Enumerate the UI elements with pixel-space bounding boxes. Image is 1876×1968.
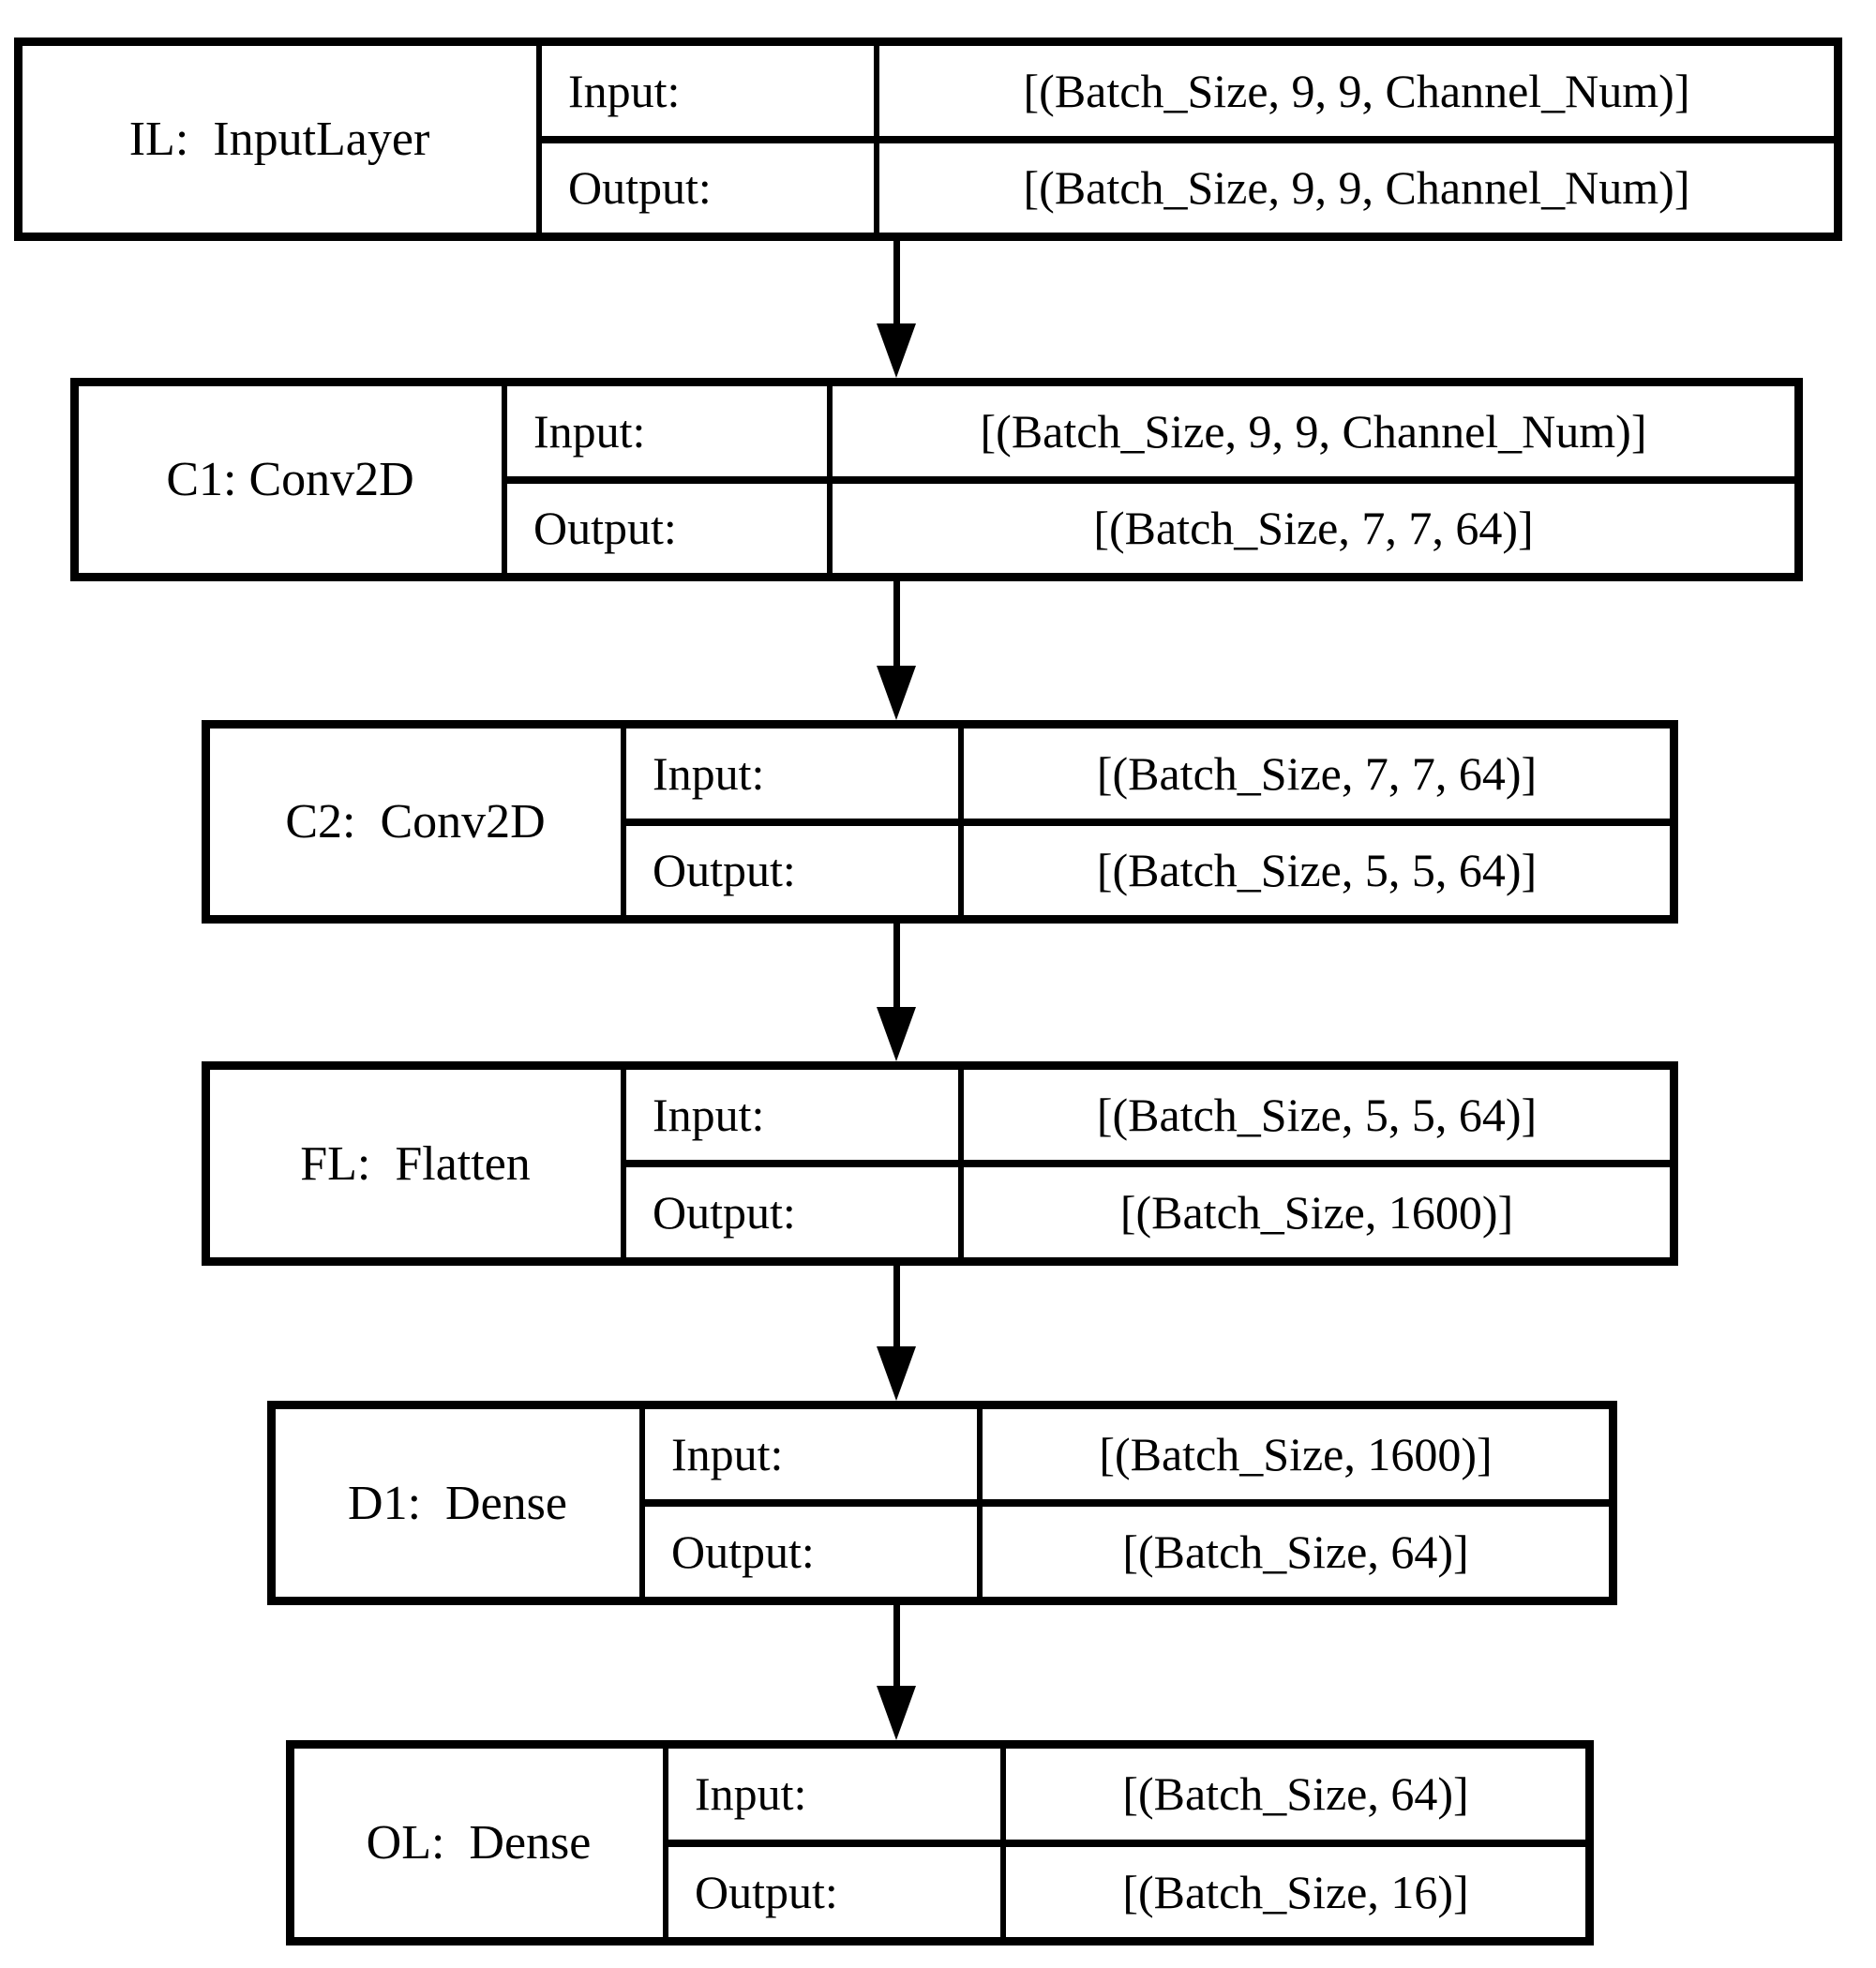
input-row: Input: [(Batch_Size, 5, 5, 64)] [626, 1070, 1670, 1167]
io-table: Input: [(Batch_Size, 7, 7, 64)] Output: … [626, 729, 1670, 915]
layer-name: IL: InputLayer [23, 46, 542, 233]
arrow-head-icon [877, 1346, 916, 1401]
input-label: Input: [668, 1749, 1006, 1840]
io-table: Input: [(Batch_Size, 5, 5, 64)] Output: … [626, 1070, 1670, 1257]
arrow-line [893, 236, 900, 323]
input-row: Input: [(Batch_Size, 7, 7, 64)] [626, 729, 1670, 826]
layer-node-conv2d-2: C2: Conv2D Input: [(Batch_Size, 7, 7, 64… [202, 720, 1678, 924]
arrow-line [893, 921, 900, 1007]
arrow-line [893, 1263, 900, 1346]
output-shape: [(Batch_Size, 64)] [1122, 1525, 1469, 1578]
layer-node-input-layer: IL: InputLayer Input: [(Batch_Size, 9, 9… [14, 38, 1842, 241]
output-shape: [(Batch_Size, 7, 7, 64)] [1093, 502, 1534, 555]
layer-name: OL: Dense [294, 1749, 668, 1937]
flow-arrow [876, 578, 917, 720]
input-shape: [(Batch_Size, 7, 7, 64)] [1096, 746, 1538, 800]
output-row: Output: [(Batch_Size, 16)] [668, 1846, 1585, 1937]
layer-name: C1: Conv2D [79, 386, 507, 573]
input-row: Input: [(Batch_Size, 1600)] [645, 1409, 1609, 1507]
output-row: Output: [(Batch_Size, 1600)] [626, 1167, 1670, 1257]
output-row: Output: [(Batch_Size, 9, 9, Channel_Num)… [542, 143, 1834, 233]
layer-name: FL: Flatten [210, 1070, 626, 1257]
output-label: Output: [645, 1507, 983, 1597]
output-shape: [(Batch_Size, 16)] [1122, 1865, 1469, 1918]
input-shape: [(Batch_Size, 1600)] [1099, 1428, 1493, 1480]
output-row: Output: [(Batch_Size, 5, 5, 64)] [626, 825, 1670, 915]
flow-arrow [876, 1602, 917, 1740]
arrow-head-icon [877, 1007, 916, 1061]
layer-node-output-dense: OL: Dense Input: [(Batch_Size, 64)] Outp… [286, 1740, 1594, 1945]
flow-arrow [876, 1263, 917, 1401]
layer-name: C2: Conv2D [210, 729, 626, 915]
input-label: Input: [626, 729, 964, 819]
input-row: Input: [(Batch_Size, 64)] [668, 1749, 1585, 1847]
output-shape: [(Batch_Size, 1600)] [1119, 1186, 1514, 1239]
layer-name: D1: Dense [276, 1409, 645, 1597]
output-label: Output: [626, 1167, 964, 1257]
input-shape: [(Batch_Size, 5, 5, 64)] [1096, 1089, 1538, 1141]
input-label: Input: [626, 1070, 964, 1160]
arrow-head-icon [877, 1686, 916, 1740]
io-table: Input: [(Batch_Size, 64)] Output: [(Batc… [668, 1749, 1585, 1937]
layer-node-flatten: FL: Flatten Input: [(Batch_Size, 5, 5, 6… [202, 1061, 1678, 1266]
flow-arrow [876, 921, 917, 1061]
input-label: Input: [542, 46, 879, 136]
input-label: Input: [507, 386, 833, 476]
output-shape: [(Batch_Size, 9, 9, Channel_Num)] [1023, 161, 1690, 215]
io-table: Input: [(Batch_Size, 9, 9, Channel_Num)]… [507, 386, 1794, 573]
input-row: Input: [(Batch_Size, 9, 9, Channel_Num)] [542, 46, 1834, 143]
layer-node-conv2d-1: C1: Conv2D Input: [(Batch_Size, 9, 9, Ch… [70, 378, 1803, 581]
input-shape: [(Batch_Size, 9, 9, Channel_Num)] [1023, 64, 1690, 117]
output-label: Output: [668, 1846, 1006, 1937]
output-row: Output: [(Batch_Size, 64)] [645, 1507, 1609, 1597]
io-table: Input: [(Batch_Size, 1600)] Output: [(Ba… [645, 1409, 1609, 1597]
arrow-line [893, 1602, 900, 1686]
output-label: Output: [542, 143, 879, 233]
flow-arrow [876, 236, 917, 378]
output-label: Output: [507, 483, 833, 573]
input-shape: [(Batch_Size, 9, 9, Channel_Num)] [980, 404, 1647, 458]
input-label: Input: [645, 1409, 983, 1499]
input-row: Input: [(Batch_Size, 9, 9, Channel_Num)] [507, 386, 1794, 484]
input-shape: [(Batch_Size, 64)] [1122, 1767, 1469, 1821]
arrow-line [893, 578, 900, 666]
output-label: Output: [626, 825, 964, 915]
output-shape: [(Batch_Size, 5, 5, 64)] [1096, 844, 1538, 897]
arrow-head-icon [877, 666, 916, 720]
output-row: Output: [(Batch_Size, 7, 7, 64)] [507, 483, 1794, 573]
layer-node-dense-1: D1: Dense Input: [(Batch_Size, 1600)] Ou… [267, 1401, 1617, 1605]
io-table: Input: [(Batch_Size, 9, 9, Channel_Num)]… [542, 46, 1834, 233]
arrow-head-icon [877, 323, 916, 378]
